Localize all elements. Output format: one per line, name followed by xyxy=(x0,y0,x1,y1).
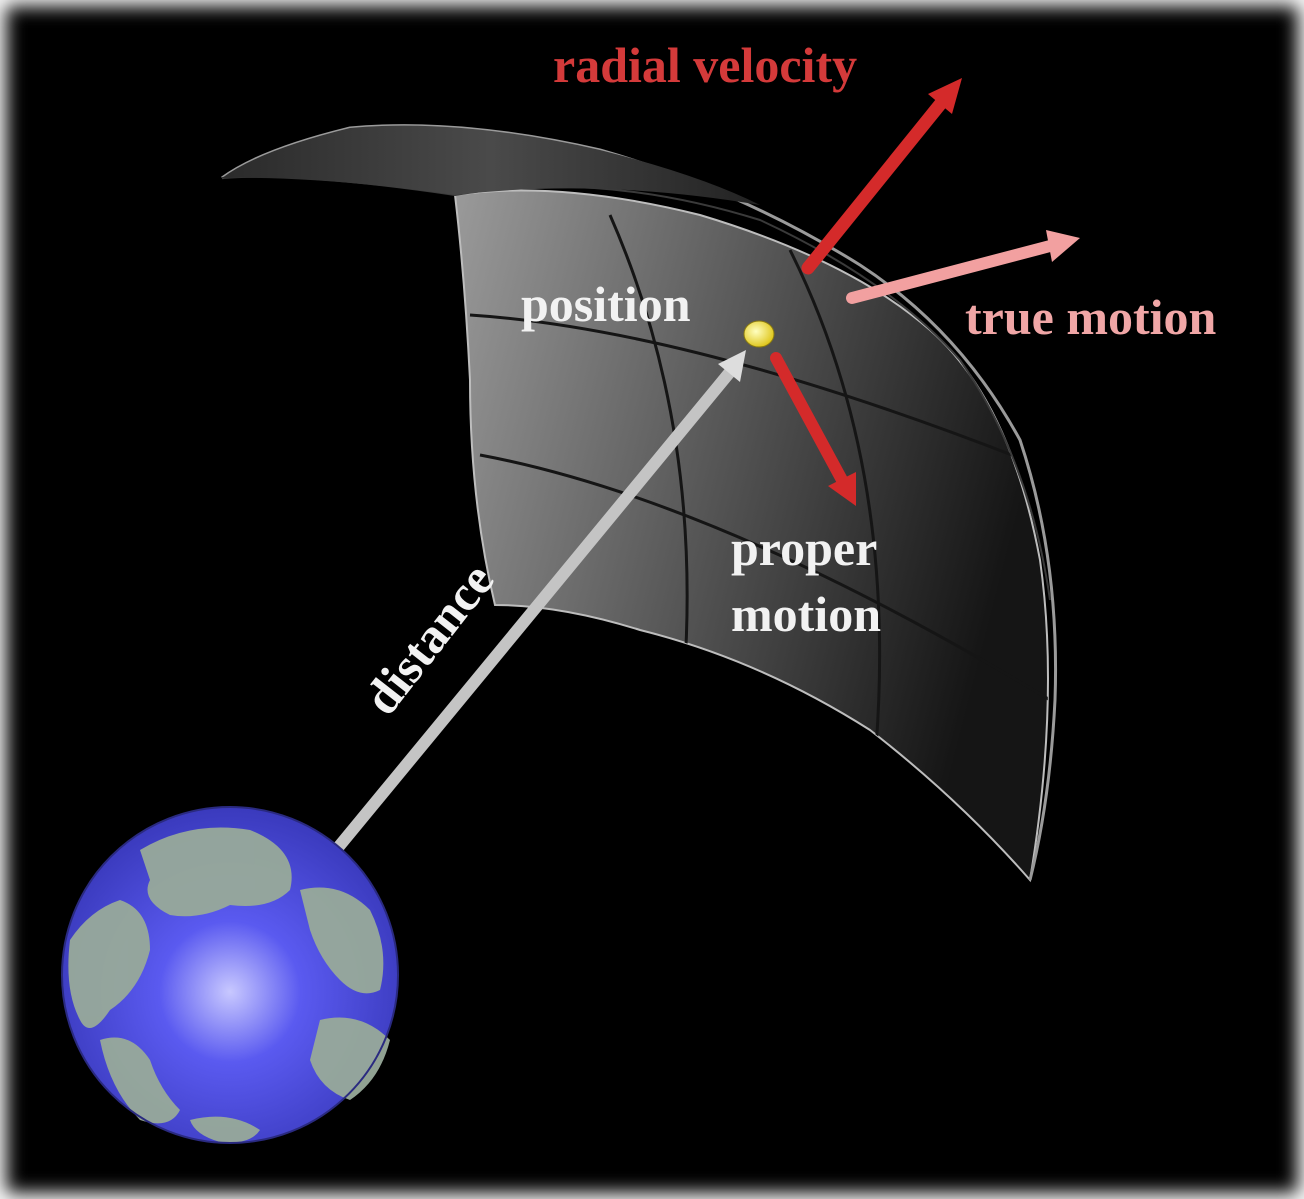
radial-velocity-arrow xyxy=(801,78,962,275)
earth-continents xyxy=(68,827,390,1143)
star-position-marker xyxy=(743,320,775,348)
proper-motion-label-line1: proper xyxy=(731,520,877,576)
true-motion-arrow xyxy=(846,230,1080,304)
distance-arrow xyxy=(274,350,746,924)
earth-globe xyxy=(61,806,399,1144)
proper-motion-arrow xyxy=(770,352,856,506)
true-motion-label: true motion xyxy=(965,289,1217,345)
radial-velocity-label: radial velocity xyxy=(553,37,857,93)
celestial-sphere-patch xyxy=(221,124,1058,883)
proper-motion-label-line2: motion xyxy=(731,586,881,642)
distance-label: distance xyxy=(353,552,505,724)
position-label: position xyxy=(521,276,691,332)
